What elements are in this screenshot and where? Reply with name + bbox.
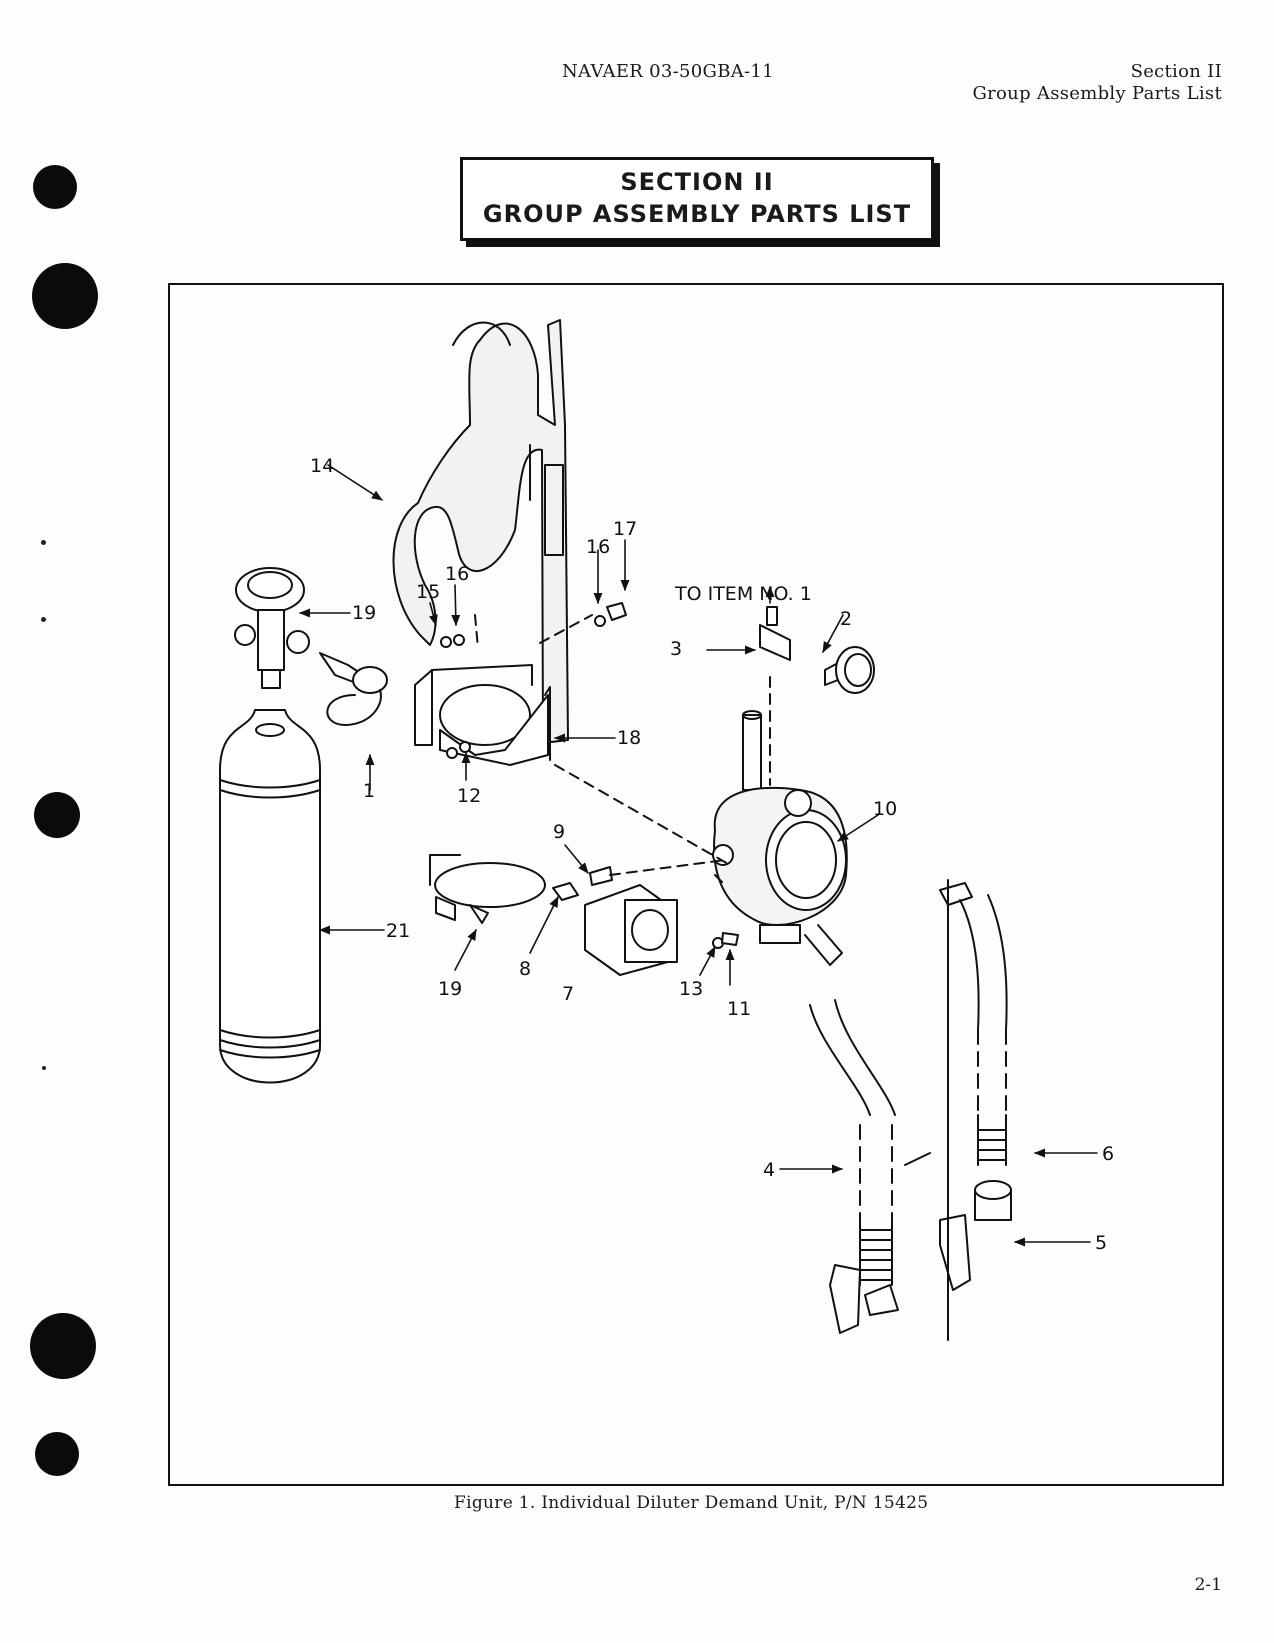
callout-9: 9 [553,821,565,843]
callout-14: 14 [310,455,334,477]
section-label: Section II [1130,61,1222,82]
margin-mark [41,540,46,545]
callout-20: 19 [352,602,376,624]
document-number: NAVAER 03-50GBA-11 [562,61,774,82]
callout-8: 8 [519,958,531,980]
callout-7: 7 [562,983,574,1005]
margin-mark [41,617,46,622]
binder-hole [35,1432,79,1476]
page-number: 2-1 [1194,1575,1222,1595]
callout-11: 11 [727,998,751,1020]
breathing-tube-alternate [939,882,1012,1291]
lower-clamp [429,854,546,924]
figure-frame: 14 19 1 15 16 16 17 TO ITEM NO. 1 2 3 18… [168,283,1224,1486]
flow-indicator [584,884,678,976]
note-to-item: TO ITEM NO. 1 [674,583,812,605]
binder-hole [33,165,77,209]
leader-arrows [298,464,1098,1247]
section-title-box: SECTION II GROUP ASSEMBLY PARTS LIST [460,157,934,241]
flexible-hose-assembly [319,652,388,726]
breathing-tube [809,999,899,1334]
cylinder-bracket [414,664,551,766]
section-box-subtitle: GROUP ASSEMBLY PARTS LIST [482,200,912,228]
tee-fitting [759,606,791,661]
callout-12: 12 [457,785,481,807]
callout-4: 4 [763,1159,775,1181]
exploded-view-illustration: 14 19 1 15 16 16 17 TO ITEM NO. 1 2 3 18… [219,319,1114,1341]
margin-mark [42,1066,46,1070]
callout-6: 6 [1102,1143,1114,1165]
hardware [440,602,739,949]
callout-15: 15 [416,581,440,603]
elbow-fittings [552,866,613,901]
callout-10: 10 [873,798,897,820]
oxygen-cylinder [219,709,321,1084]
callout-5: 5 [1095,1232,1107,1254]
callout-21: 21 [386,920,410,942]
panel-divider [904,879,949,1341]
callout-16-left: 16 [445,563,469,585]
harness-strap [392,319,569,744]
binder-hole [30,1313,96,1379]
callout-16-right: 16 [586,536,610,558]
cylinder-valve [234,567,310,689]
callout-18: 18 [617,727,641,749]
diluter-demand-regulator [712,710,848,966]
callout-2: 2 [840,608,852,630]
callout-13: 13 [679,978,703,1000]
pressure-gauge [824,646,875,694]
callout-1: 1 [363,780,375,802]
binder-hole [32,263,98,329]
section-subtitle: Group Assembly Parts List [972,83,1222,104]
callout-3: 3 [670,638,682,660]
callout-19: 19 [438,978,462,1000]
section-title: SECTION II [620,168,774,196]
callout-17: 17 [613,518,637,540]
assembly-lines [474,614,771,886]
binder-hole [34,792,80,838]
figure-caption: Figure 1. Individual Diluter Demand Unit… [454,1493,929,1513]
